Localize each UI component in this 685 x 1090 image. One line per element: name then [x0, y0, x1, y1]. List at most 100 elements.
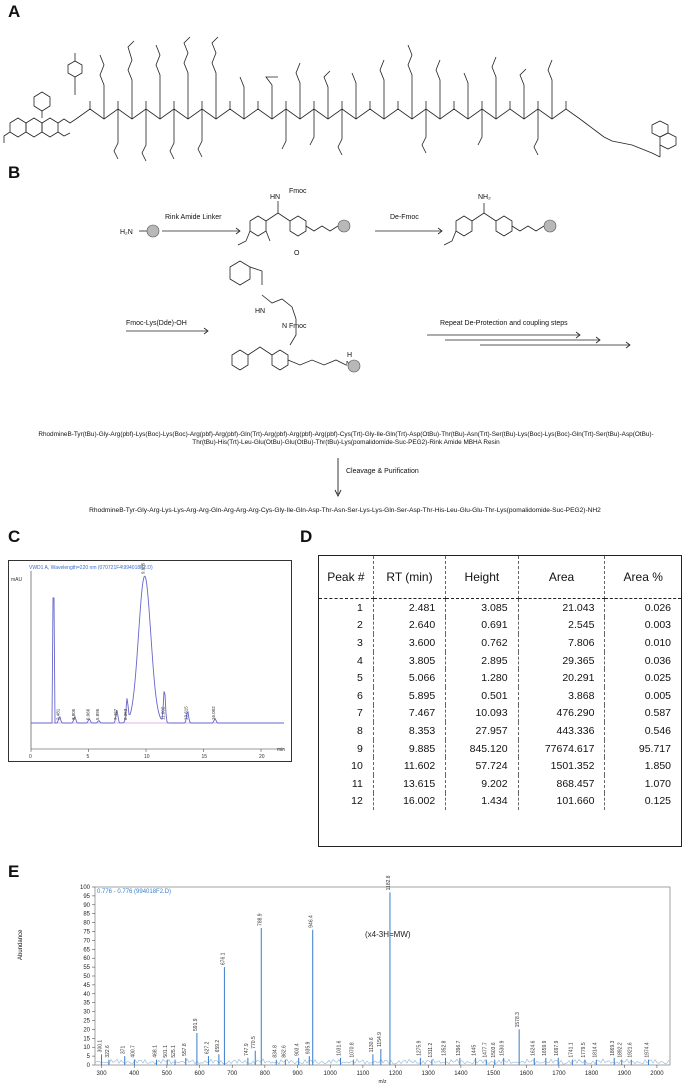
- hn-label-2: HN: [255, 308, 265, 315]
- ms-peak-label: 468.1: [152, 1045, 158, 1058]
- ms-peak-label: 501.1: [163, 1045, 169, 1058]
- col-peak: Peak #: [319, 556, 374, 599]
- ms-peak-label: 1130.6: [369, 1037, 375, 1052]
- hplc-peak-label: 16.002: [211, 706, 216, 720]
- ms-peak-label: 1892.2: [618, 1042, 624, 1058]
- ms-y-tick-label: 100: [80, 885, 91, 891]
- ms-peak-label: 1779.5: [581, 1042, 587, 1058]
- ms-peak-label: 935.9: [305, 1041, 311, 1054]
- ms-x-axis-label: m/z: [378, 1079, 387, 1085]
- panel-label-b: B: [8, 163, 21, 182]
- ms-peak-label: 371: [121, 1046, 127, 1055]
- table-cell: 0.501: [445, 686, 519, 705]
- hplc-peak-label: 2.481: [56, 708, 61, 720]
- table-cell: 1.280: [445, 669, 519, 687]
- ms-y-tick-label: 45: [83, 983, 90, 989]
- ms-x-tick-label: 1000: [324, 1071, 338, 1077]
- ms-peak-label: 903.4: [295, 1043, 301, 1056]
- ms-y-tick-label: 70: [83, 938, 90, 944]
- ms-peak-label: 1741.1: [568, 1042, 574, 1058]
- ms-peak-label: 946.4: [309, 915, 315, 928]
- hplc-x-unit: min: [277, 747, 285, 753]
- ms-x-tick-label: 1400: [454, 1071, 468, 1077]
- ms-y-tick-label: 5: [87, 1054, 91, 1060]
- hplc-peak-label: 8.353: [123, 708, 128, 720]
- ms-peak-label: 1869.3: [610, 1040, 616, 1056]
- ms-peak-label: 591.9: [193, 1018, 199, 1031]
- hplc-panel: VWD1 A, Wavelength=220 nm (070721F4\9940…: [8, 560, 292, 762]
- table-cell: 8.353: [373, 722, 447, 740]
- ms-peak-label: 1530.9: [500, 1040, 506, 1056]
- hplc-peak-label: 9.885: [141, 562, 146, 574]
- ms-peak-label: 1182.8: [386, 875, 392, 890]
- ms-x-tick-label: 1200: [389, 1071, 403, 1077]
- ms-peak-label: 788.9: [257, 913, 263, 926]
- ms-peak-label: 834.8: [272, 1045, 278, 1058]
- ms-peak-label: 1578.3: [515, 1012, 521, 1028]
- col-area: Area: [518, 556, 606, 599]
- hplc-trace: [31, 575, 284, 724]
- ms-peak-label: 1275.9: [416, 1040, 422, 1056]
- hplc-chromatogram: VWD1 A, Wavelength=220 nm (070721F4\9940…: [11, 562, 285, 760]
- table-cell: 57.724: [445, 757, 519, 775]
- table-cell: 12: [319, 792, 374, 811]
- ms-y-tick-label: 35: [83, 1001, 90, 1007]
- ms-y-tick-label: 80: [83, 921, 90, 927]
- ms-peak-label: 1352.8: [441, 1040, 447, 1056]
- table-cell: 868.457: [518, 774, 606, 793]
- col-height: Height: [445, 556, 519, 599]
- ms-peak-label: 1503.6: [491, 1042, 497, 1058]
- ms-y-tick-label: 65: [83, 947, 90, 953]
- ms-x-tick-label: 1600: [520, 1071, 534, 1077]
- hplc-peak-label: 3.805: [71, 708, 76, 720]
- table-cell: 0.691: [445, 616, 519, 635]
- ms-y-tick-label: 20: [83, 1027, 90, 1033]
- table-cell: 0.546: [644, 724, 671, 737]
- ms-peak-label: 322.6: [105, 1045, 111, 1058]
- table-cell: 1.434: [445, 792, 519, 811]
- ms-y-tick-label: 55: [83, 965, 90, 971]
- hplc-y-unit: mAU: [11, 577, 23, 583]
- panel-label-e: E: [8, 862, 20, 881]
- table-cell: 0.025: [644, 672, 671, 685]
- table-cell: 9.885: [373, 739, 447, 758]
- ms-x-tick-label: 1300: [422, 1071, 436, 1077]
- ms-x-tick-label: 900: [293, 1071, 304, 1077]
- synthesis-scheme: H₂N Rink Amide Linker Fmoc HN De-Fmoc NH…: [120, 188, 631, 373]
- table-cell: 0.762: [445, 634, 519, 652]
- hplc-peak-label: 5.066: [85, 708, 90, 720]
- ms-peak-label: 400.7: [130, 1045, 136, 1058]
- hplc-header: VWD1 A, Wavelength=220 nm (070721F4\9940…: [29, 565, 153, 571]
- table-cell: 5: [319, 669, 374, 687]
- table-cell: 3.600: [373, 634, 447, 652]
- table-cell: 7.467: [373, 704, 447, 723]
- ms-peak-label: 1311.2: [428, 1043, 434, 1058]
- hplc-x-tick-label: 0: [29, 754, 32, 760]
- ms-y-tick-label: 15: [83, 1036, 90, 1042]
- ms-peak-label: 862.6: [281, 1045, 287, 1058]
- table-cell: 0.587: [644, 707, 671, 720]
- col-rt: RT (min): [373, 556, 447, 599]
- table-cell: 7: [319, 704, 374, 723]
- ms-x-tick-label: 1700: [552, 1071, 566, 1077]
- ms-y-tick-label: 25: [83, 1019, 90, 1025]
- table-cell: 16.002: [373, 792, 447, 811]
- hplc-peak-label: 13.615: [184, 706, 189, 720]
- panel-label-a: A: [8, 2, 21, 21]
- table-cell: 7.806: [518, 634, 606, 652]
- repeat-steps-label: Repeat De-Protection and coupling steps: [440, 320, 568, 327]
- hplc-peak-label: 5.895: [95, 708, 100, 720]
- table-cell: 9.202: [445, 774, 519, 793]
- ms-x-tick-label: 600: [195, 1071, 206, 1077]
- ms-x-tick-label: 800: [260, 1071, 271, 1077]
- cleavage-arrow: [334, 458, 342, 498]
